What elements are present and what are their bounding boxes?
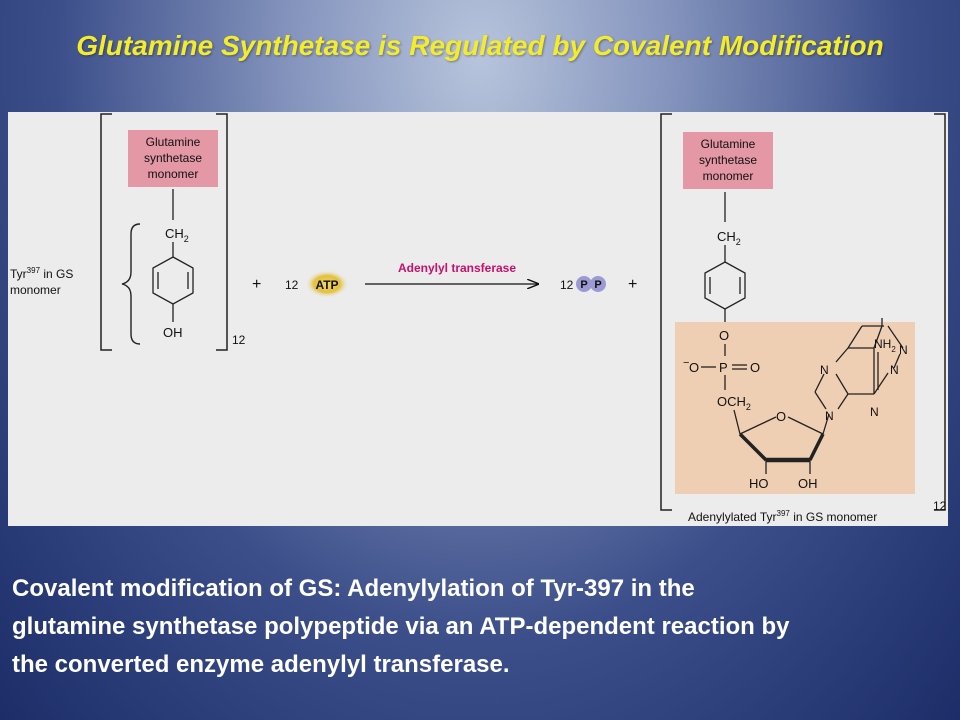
pp-coefficient: 12: [560, 278, 574, 292]
right-monomer-box: [683, 132, 773, 189]
right-benzene-ring: [704, 261, 746, 310]
atp-coefficient: 12: [285, 278, 299, 292]
plus-sign-right: +: [628, 276, 637, 293]
bond-och2-ribose: [733, 409, 741, 435]
phenol-o-label: O: [719, 328, 729, 343]
tyr-label-line2: monomer: [10, 283, 61, 297]
phosphate-o-right: O: [750, 360, 760, 375]
tyr-label: Tyr397 in GS: [10, 266, 73, 281]
adenine-n1: N: [899, 343, 908, 357]
right-monomer-line1: Glutamine: [701, 137, 756, 151]
adenine-ring: [814, 318, 904, 410]
left-benzene-ring: [152, 256, 194, 305]
right-monomer-line2: synthetase: [699, 153, 757, 167]
left-ch2: CH2: [165, 226, 189, 244]
atp-glow: [305, 270, 349, 298]
ribose-o: O: [776, 409, 786, 424]
phosphate-circle-1: [576, 276, 592, 292]
left-monomer-line1: Glutamine: [146, 135, 201, 149]
right-stoich: 12: [933, 499, 947, 513]
right-monomer-line3: monomer: [703, 169, 754, 183]
plus-sign-left: +: [252, 276, 261, 293]
phosphate-o-left: O: [689, 360, 699, 375]
adenine-n3: N: [890, 363, 899, 377]
caption-line-2: glutamine synthetase polypeptide via an …: [12, 613, 790, 640]
amp-highlight-box: [675, 322, 915, 494]
right-bracket: [660, 113, 946, 511]
phosphate-p: P: [719, 360, 728, 375]
phosphate-p1: P: [580, 279, 587, 291]
adenine-n7: N: [820, 363, 829, 377]
left-monomer-box: [128, 130, 218, 187]
tyr-brace: [121, 223, 141, 345]
och2-label: OCH2: [717, 394, 751, 412]
adenine-nh2: NH2: [874, 337, 896, 354]
ribose-ho: HO: [749, 476, 769, 491]
adenylylated-footer: Adenylylated Tyr397 in GS monomer: [688, 509, 877, 524]
phosphate-circle-2: [590, 276, 606, 292]
ribose-ring: [738, 416, 825, 474]
adenine-n-lower: N: [870, 405, 879, 419]
slide-title: Glutamine Synthetase is Regulated by Cov…: [76, 30, 884, 61]
left-monomer-line3: monomer: [148, 167, 199, 181]
phosphate-minus: −: [683, 357, 689, 369]
reaction-svg: 12 Glutamine synthetase monomer CH2 OH T…: [10, 113, 947, 524]
phosphate-p2: P: [594, 279, 601, 291]
adenine-n9: N: [825, 409, 834, 423]
atp-label: ATP: [315, 278, 338, 292]
caption-line-3: the converted enzyme adenylyl transferas…: [12, 651, 510, 678]
right-ch2: CH2: [717, 229, 741, 247]
ribose-oh: OH: [798, 476, 818, 491]
bond-glycosidic: [822, 413, 830, 435]
caption-line-1: Covalent modification of GS: Adenylylati…: [12, 575, 695, 602]
left-monomer-line2: synthetase: [144, 151, 202, 165]
enzyme-label: Adenylyl transferase: [398, 261, 516, 275]
reaction-diagram: 12 Glutamine synthetase monomer CH2 OH T…: [8, 112, 948, 526]
slide-caption: Covalent modification of GS: Adenylylati…: [12, 570, 942, 684]
left-bracket: [100, 113, 228, 351]
left-stoich: 12: [232, 333, 246, 347]
left-oh: OH: [163, 325, 183, 340]
